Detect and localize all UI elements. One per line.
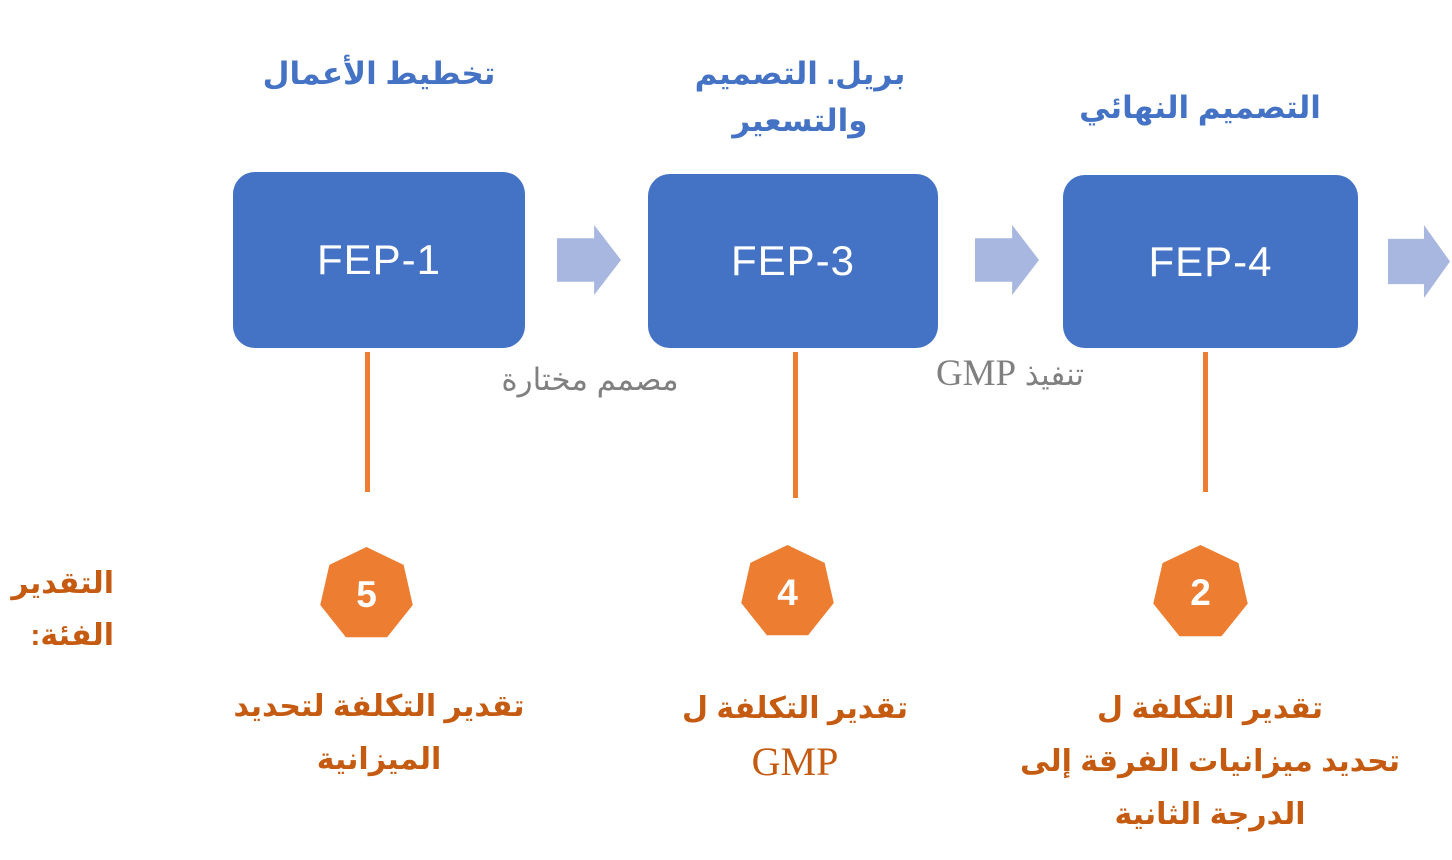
- estimate-label-1-line-2: الميزانية: [316, 743, 442, 776]
- process-box-fep-4: FEP-4: [1063, 175, 1358, 348]
- category-caption-line-2: الفئة:: [30, 619, 114, 652]
- process-box-fep-4-label: FEP-4: [1148, 237, 1273, 285]
- estimate-label-1-line-1: تقدير التكلفة لتحديد: [233, 690, 525, 723]
- flow-arrow-right-icon-1: [557, 225, 621, 295]
- phase-1-header-line-1: تخطيط الأعمال: [262, 56, 496, 91]
- process-box-fep-1-label: FEP-1: [316, 236, 442, 283]
- process-box-fep-3-label: FEP-3: [730, 237, 856, 284]
- estimate-label-2-line-1: تقدير التكلفة ل: [681, 692, 909, 725]
- estimate-label-2: تقدير التكلفة ل GMP: [585, 682, 1005, 788]
- transition-note-2: تنفيذ GMP: [850, 352, 1170, 395]
- connector-line-1: [365, 352, 370, 492]
- flow-arrow-right-icon-3: [1388, 225, 1450, 298]
- transition-note-1-text: مصمم مختارة: [501, 362, 679, 397]
- estimate-label-3-line-2: تحديد ميزانيات الفرقة إلى: [1019, 745, 1401, 778]
- connector-line-2: [793, 352, 798, 498]
- process-box-fep-1: FEP-1: [233, 172, 525, 348]
- estimate-label-3-line-3: الدرجة الثانية: [1114, 798, 1306, 831]
- estimate-badge-3-number: 2: [1190, 572, 1211, 613]
- phase-2-header-line-2: والتسعير: [732, 103, 868, 138]
- estimate-badge-2-number: 4: [777, 571, 798, 613]
- estimate-badge-heptagon-1: 5: [320, 547, 413, 638]
- category-caption-line-1: التقدير: [11, 567, 114, 600]
- phase-3-header-line-1: التصميم النهائي: [1079, 90, 1321, 125]
- estimate-label-3: تقدير التكلفة ل تحديد ميزانيات الفرقة إل…: [1000, 682, 1420, 841]
- phase-2-header: بريل. التصميم والتسعير: [600, 50, 1000, 144]
- estimate-label-3-line-1: تقدير التكلفة ل: [1096, 692, 1324, 725]
- phase-2-header-line-1: بريل. التصميم: [694, 56, 906, 91]
- estimate-badge-heptagon-2: 4: [741, 545, 834, 636]
- estimate-label-2-line-2: GMP: [751, 739, 839, 784]
- transition-note-2-text: تنفيذ: [1024, 357, 1085, 392]
- estimate-label-1: تقدير التكلفة لتحديد الميزانية: [169, 680, 589, 786]
- estimate-badge-heptagon-3: 2: [1153, 545, 1248, 637]
- transition-note-2-latin: GMP: [935, 353, 1017, 394]
- phase-1-header: تخطيط الأعمال: [179, 50, 579, 97]
- estimate-badge-1-number: 5: [356, 573, 377, 615]
- phase-3-header: التصميم النهائي: [1000, 84, 1400, 131]
- flow-arrow-right-icon-2: [975, 225, 1039, 295]
- category-caption: التقدير الفئة:: [6, 558, 114, 662]
- connector-line-3: [1203, 352, 1208, 492]
- process-box-fep-3: FEP-3: [648, 174, 938, 348]
- transition-note-1: مصمم مختارة: [430, 362, 750, 398]
